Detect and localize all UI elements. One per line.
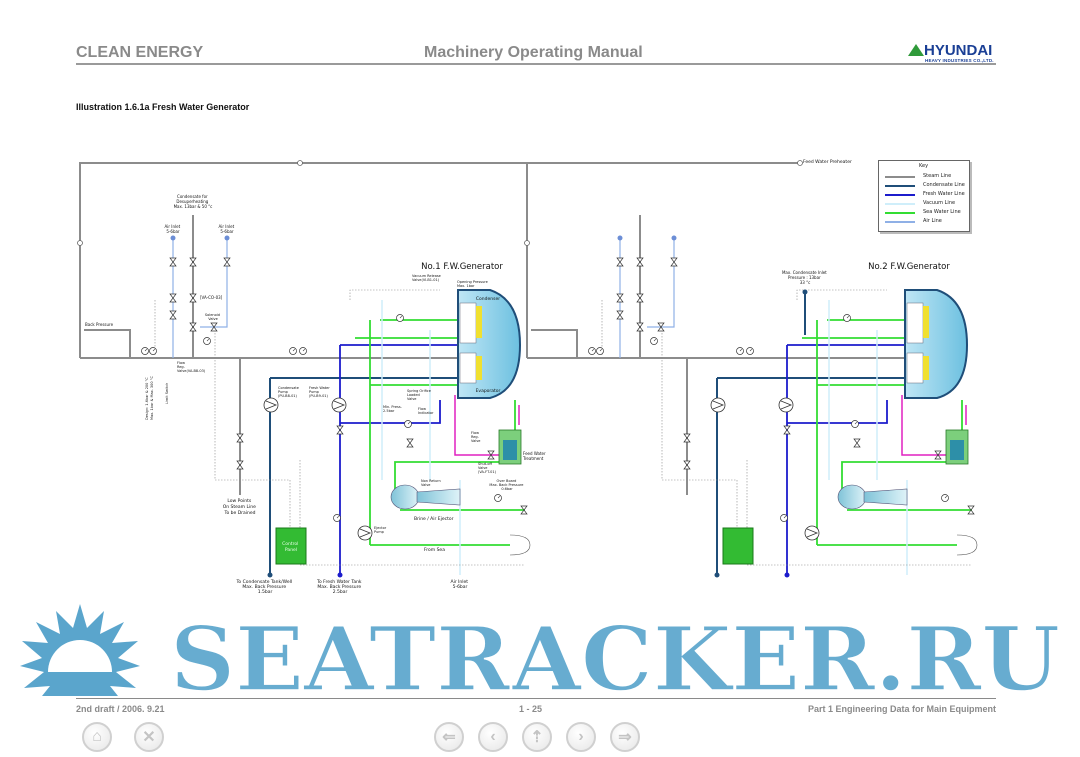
last-page-button[interactable]: ⇒ bbox=[610, 722, 640, 752]
condensate-pump-label: Condensate Pump (PU-B8-01) bbox=[278, 386, 300, 398]
footer-draft-date: 2nd draft / 2006. 9.21 bbox=[76, 704, 165, 714]
condenser-label: Condenser bbox=[476, 296, 500, 302]
condensate-desuperheating-label: Condensate for Desuperheating Max. 13bar… bbox=[174, 194, 213, 209]
key-item-fresh-water: Fresh Water Line bbox=[885, 191, 969, 199]
valve-tag-label: [VA-CO-03] bbox=[200, 295, 223, 300]
low-points-label: Low Points On Steam Line To be Drained bbox=[223, 498, 258, 516]
first-page-button[interactable]: ⇐ bbox=[434, 722, 464, 752]
shutoff-valve-label: Shut-off Valve (VA-FT-01) bbox=[478, 462, 497, 474]
vacuum-release-label: Vacuum Release Valve(VI-B1-01) bbox=[412, 274, 442, 282]
key-item-vacuum: Vacuum Line bbox=[885, 200, 969, 208]
key-item-condensate: Condensate Line bbox=[885, 182, 969, 190]
home-icon: ⌂ bbox=[92, 728, 102, 745]
next-page-icon: › bbox=[578, 728, 584, 745]
illustration-title: Illustration 1.6.1a Fresh Water Generato… bbox=[76, 102, 250, 112]
key-item-air: Air Line bbox=[885, 218, 969, 226]
evaporator-label: Evaporator bbox=[476, 388, 501, 394]
footer-rule bbox=[76, 698, 996, 699]
logo-subtitle: HEAVY INDUSTRIES CO.,LTD. bbox=[925, 58, 994, 63]
back-pressure-label: Back Pressure bbox=[85, 322, 114, 327]
close-button[interactable]: ✕ bbox=[134, 722, 164, 752]
limit-switch-label: Limit Switch bbox=[165, 383, 169, 404]
unit-1-title: No.1 F.W.Generator bbox=[421, 262, 503, 272]
fw-generator-2: No.2 F.W.Generator Max. Condensate Inlet… bbox=[527, 215, 977, 578]
contents-icon: ⇡ bbox=[530, 729, 544, 746]
feed-water-treatment-label: Feed Water Treatment bbox=[522, 451, 547, 461]
key-item-steam: Steam Line bbox=[885, 173, 969, 181]
ejector-pump-label: Ejector Pump bbox=[374, 526, 387, 534]
to-fresh-water-tank-label: To Fresh Water Tank Max. Back Pressure 2… bbox=[316, 579, 363, 595]
air-inlet-label-a: Air Inlet 5-6bar bbox=[165, 224, 182, 234]
flow-reg-valve-label: Flow Reg. Valve bbox=[471, 431, 480, 443]
fresh-water-generator-diagram: Feed Water Preheater No.1 F.W.Generator … bbox=[77, 159, 1080, 595]
control-panel-label: Control Panel bbox=[282, 541, 300, 553]
over-board-label: Over Board Max. Back Pressure 0.6bar bbox=[489, 479, 524, 491]
opening-pressure-label: Opening Pressure Max. 1bar bbox=[457, 280, 489, 288]
unit-2-title: No.2 F.W.Generator bbox=[868, 262, 950, 272]
header-section-title: CLEAN ENERGY bbox=[76, 44, 204, 61]
header-rule bbox=[76, 63, 996, 65]
flow-indicator-label: Flow Indicator bbox=[418, 407, 434, 415]
max-condensate-inlet-label: Max. Condensate Inlet Pressure : 13bar 3… bbox=[782, 270, 828, 285]
solenoid-valve-label: Solenoid Valve bbox=[205, 313, 221, 321]
to-condensate-tank-label: To Condensate Tank/Well Max. Back Pressu… bbox=[235, 579, 293, 595]
hyundai-logo: HYUNDAI HEAVY INDUSTRIES CO.,LTD. bbox=[908, 42, 998, 66]
steam-header-line bbox=[77, 160, 803, 358]
next-page-button[interactable]: › bbox=[566, 722, 596, 752]
feed-water-preheater-label: Feed Water Preheater bbox=[803, 159, 852, 165]
logo-triangle-icon bbox=[908, 44, 924, 56]
contents-button[interactable]: ⇡ bbox=[522, 722, 552, 752]
design-limits-label: Design: 1.6bar & 200 °C Max. 1bar & Max.… bbox=[145, 376, 154, 420]
previous-page-button[interactable]: ‹ bbox=[478, 722, 508, 752]
home-button[interactable]: ⌂ bbox=[82, 722, 112, 752]
header-manual-title: Machinery Operating Manual bbox=[424, 44, 643, 61]
footer-part-title: Part 1 Engineering Data for Main Equipme… bbox=[807, 704, 996, 714]
spring-orifice-label: Spring Orifice Loaded Valve bbox=[407, 389, 432, 401]
brine-air-ejector-label: Brine / Air Ejector bbox=[414, 516, 454, 522]
close-icon: ✕ bbox=[142, 729, 156, 746]
key-title: Key bbox=[919, 163, 929, 169]
fw-generator-1: No.1 F.W.Generator Condensate for Desupe… bbox=[80, 194, 547, 595]
footer-page-number: 1 - 25 bbox=[519, 704, 543, 714]
line-key-legend: Key Steam Line Condensate Line Fresh Wat… bbox=[878, 160, 970, 232]
from-sea-label: From Sea bbox=[424, 547, 445, 553]
air-inlet-label-b: Air Inlet 5-6bar bbox=[219, 224, 236, 234]
previous-page-icon: ‹ bbox=[490, 728, 496, 745]
last-page-icon: ⇒ bbox=[618, 729, 632, 746]
min-press-label: Min. Press. 2.5bar bbox=[383, 405, 403, 413]
fresh-water-pump-label: Fresh Water Pump (PU-B9-01) bbox=[309, 386, 331, 398]
flow-reg-valve-tag-label: Flow Reg. Valve(VA-B8-03) bbox=[177, 361, 206, 373]
key-item-sea-water: Sea Water Line bbox=[885, 209, 969, 217]
air-inlet-bottom-label: Air Inlet 5-6bar bbox=[450, 579, 469, 590]
logo-brand: HYUNDAI bbox=[924, 42, 993, 59]
non-return-valve-label: Non Return Valve bbox=[421, 479, 442, 487]
first-page-icon: ⇐ bbox=[442, 729, 456, 746]
